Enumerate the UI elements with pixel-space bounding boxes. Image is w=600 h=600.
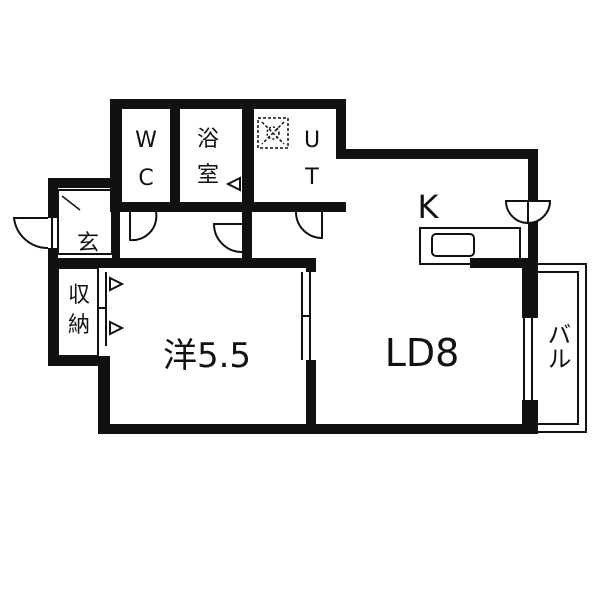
entrance-step (57, 189, 113, 255)
wc-label-line1: W (135, 128, 157, 153)
sliding-door-icon (109, 320, 125, 336)
entrance-floor-mark (61, 195, 81, 211)
western-room-label: 洋5.5 (163, 336, 251, 376)
storage-label-line1: 収 (68, 283, 90, 308)
door-swing-icon (12, 217, 49, 250)
wc-label-line2: C (138, 166, 153, 191)
kitchen-sink-icon (419, 227, 521, 265)
balcony-label: バル (543, 322, 571, 370)
door-swing-icon (129, 211, 158, 242)
living-dining-label: LD8 (385, 331, 460, 375)
door-swing-icon (504, 200, 552, 224)
sliding-door-icon (109, 276, 125, 292)
storage-frame (57, 267, 99, 357)
bath-label-line1: 浴 (197, 127, 219, 152)
entrance-label: 玄 (77, 231, 99, 256)
utility-label-line1: U (304, 128, 320, 153)
sliding-door-markers (109, 176, 241, 336)
sliding-door-icon (225, 176, 241, 192)
window-frames (51, 218, 587, 433)
utility-label-line2: T (304, 165, 319, 190)
storage-label-line2: 納 (68, 313, 90, 338)
door-swings (12, 200, 552, 253)
washer-pan-icon (257, 117, 289, 149)
door-swing-icon (295, 211, 323, 240)
walls (48, 99, 538, 434)
kitchen-label: K (418, 188, 440, 226)
door-swing-icon (212, 223, 243, 253)
bath-label-line2: 室 (197, 163, 219, 188)
